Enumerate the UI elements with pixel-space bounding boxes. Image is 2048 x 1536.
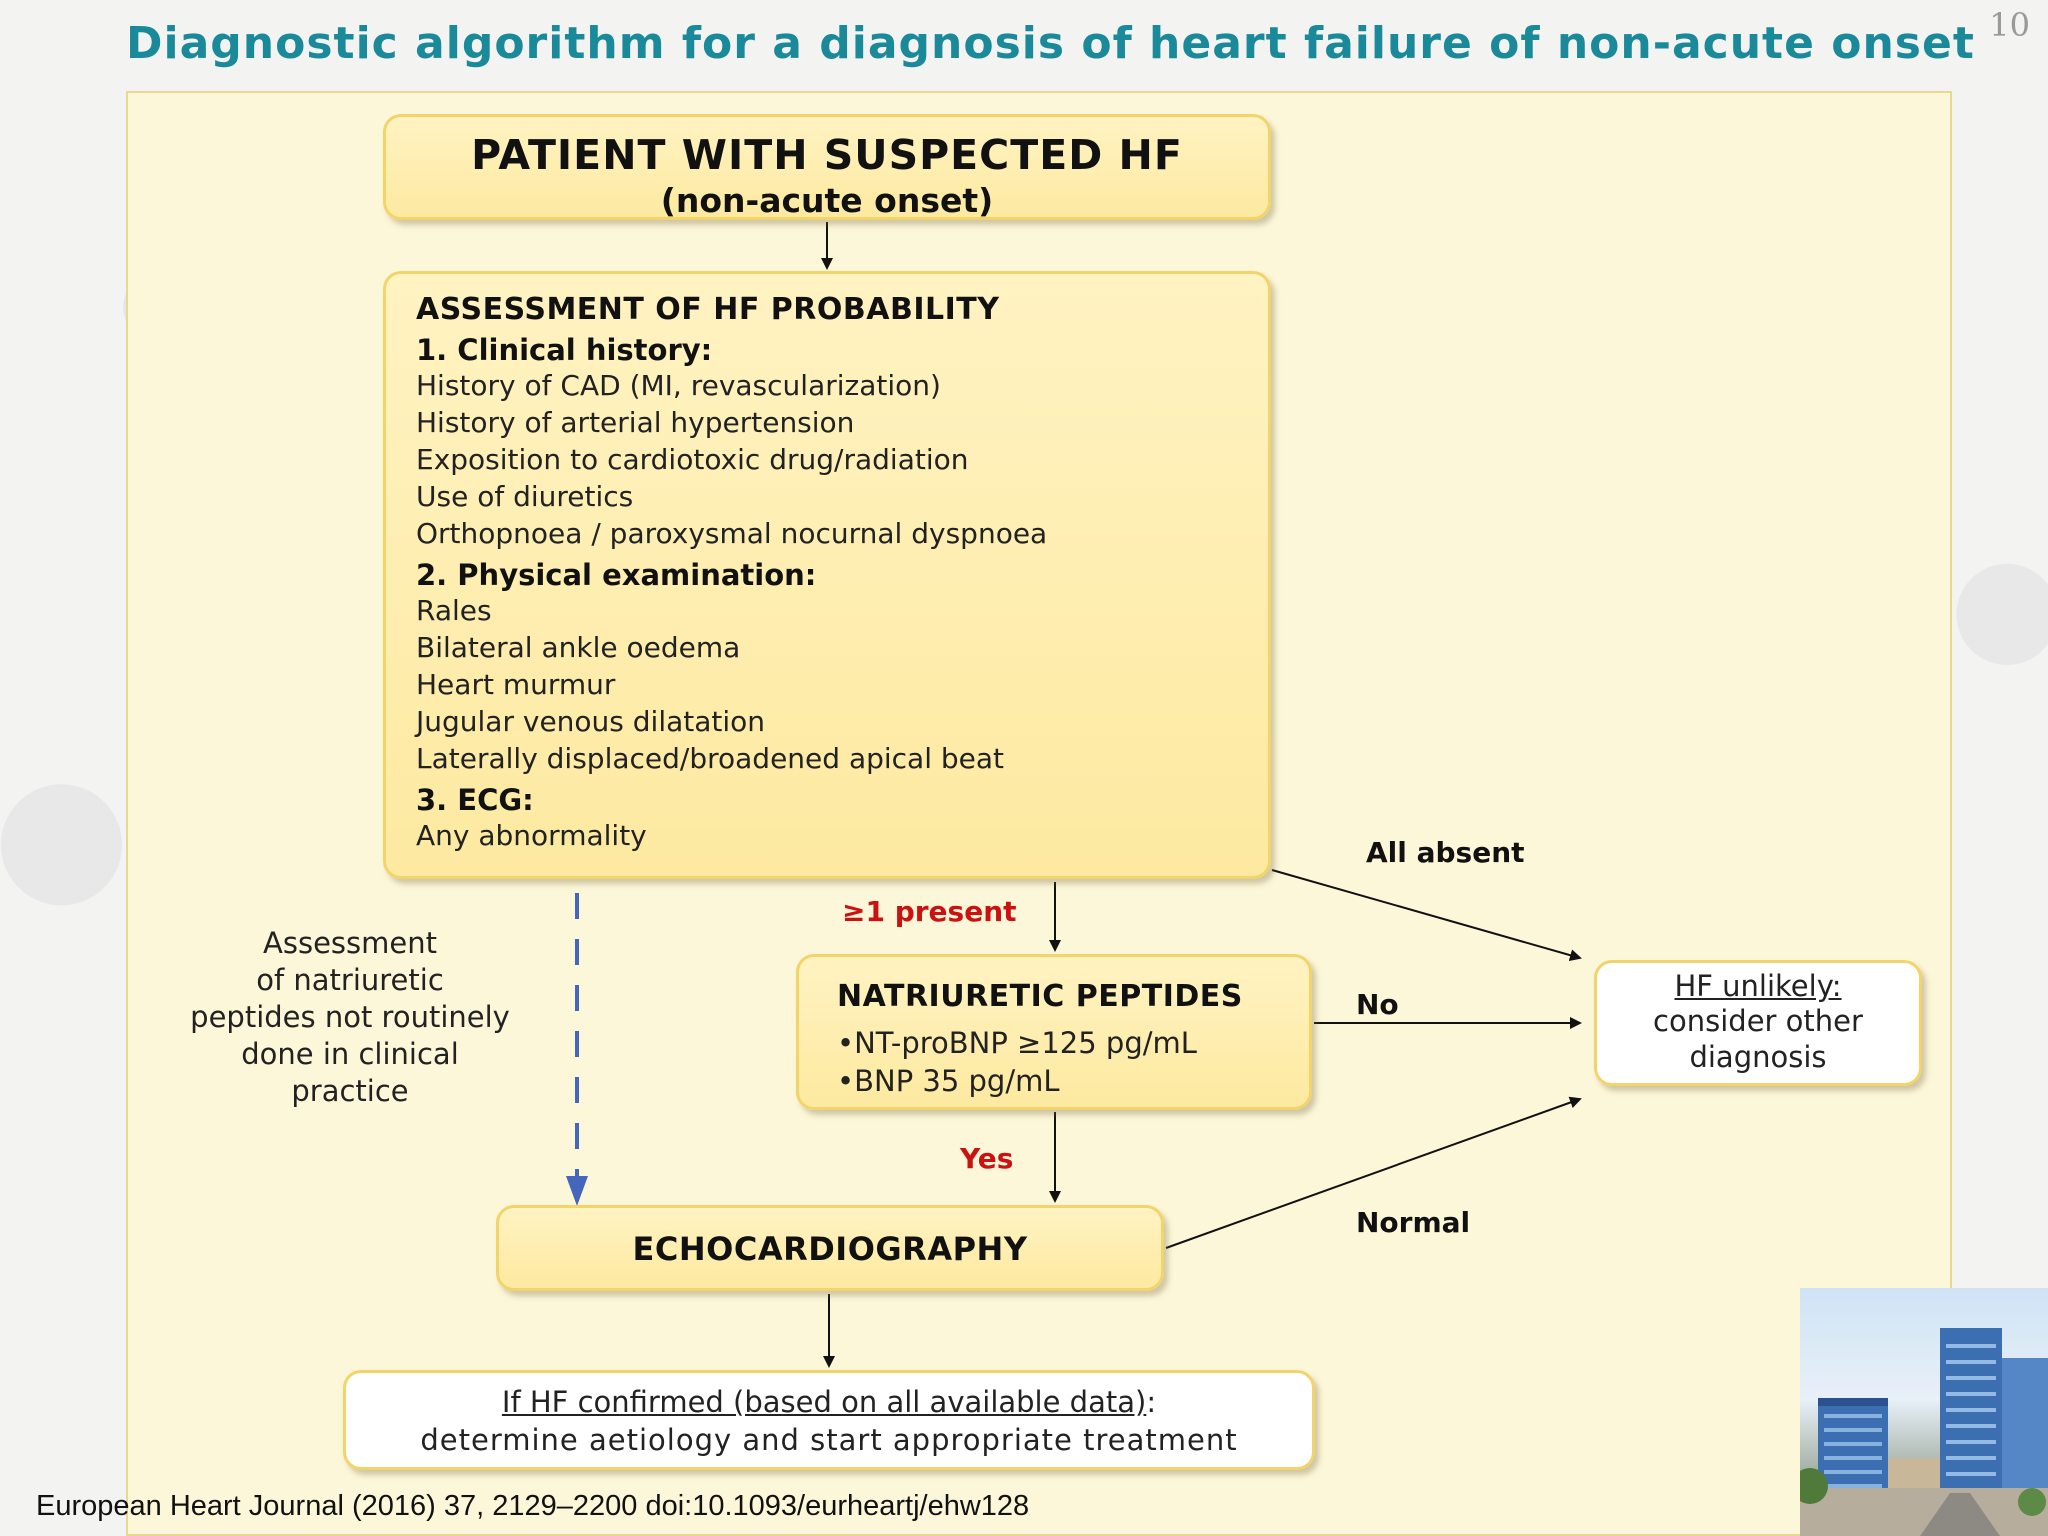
hf-unlikely-heading: HF unlikely: <box>1674 969 1842 1003</box>
patient-suspected-hf-box: PATIENT WITH SUSPECTED HF (non-acute ons… <box>383 114 1271 220</box>
note-line: of natriuretic <box>256 963 444 997</box>
hf-unlikely-text: consider other <box>1653 1004 1863 1038</box>
note-line: practice <box>291 1074 409 1108</box>
list-item: •BNP 35 pg/mL <box>837 1064 1060 1098</box>
hf-confirmed-action: determine aetiology and start appropriat… <box>420 1423 1238 1457</box>
echo-box-label: ECHOCARDIOGRAPHY <box>632 1230 1028 1268</box>
arrow-echo-normal <box>1165 1096 1582 1249</box>
label-yes: Yes <box>960 1142 1014 1175</box>
building-illustration <box>1800 1328 2048 1536</box>
hf-confirmed-colon: : <box>1146 1385 1157 1419</box>
label-present: ≥1 present <box>842 895 1017 928</box>
list-item: History of arterial hypertension <box>416 406 855 439</box>
echocardiography-box: ECHOCARDIOGRAPHY <box>496 1205 1164 1291</box>
list-item: Rales <box>416 594 492 627</box>
list-item: Exposition to cardiotoxic drug/radiation <box>416 443 969 476</box>
list-item: Bilateral ankle oedema <box>416 631 741 664</box>
slide-title: Diagnostic algorithm for a diagnosis of … <box>126 18 1975 69</box>
hf-probability-assessment-box: ASSESSMENT OF HF PROBABILITY 1. Clinical… <box>383 271 1271 879</box>
list-item: Any abnormality <box>416 819 647 852</box>
journal-citation: European Heart Journal (2016) 37, 2129–2… <box>36 1490 1030 1522</box>
hf-confirmed-box: If HF confirmed (based on all available … <box>343 1370 1315 1470</box>
patient-box-title: PATIENT WITH SUSPECTED HF <box>471 131 1183 179</box>
arrow-all-absent <box>1271 869 1582 962</box>
list-item: Heart murmur <box>416 668 616 701</box>
list-item: Jugular venous dilatation <box>416 705 766 738</box>
note-line: done in clinical <box>241 1037 459 1071</box>
list-item: Use of diuretics <box>416 480 634 513</box>
list-item: Orthopnoea / paroxysmal nocurnal dyspnoe… <box>416 517 1048 550</box>
note-line: peptides not routinely <box>190 1000 510 1034</box>
natriuretic-peptides-box: NATRIURETIC PEPTIDES •NT-proBNP ≥125 pg/… <box>796 954 1312 1110</box>
list-item: Laterally displaced/broadened apical bea… <box>416 742 1005 775</box>
label-no: No <box>1356 988 1399 1021</box>
hf-confirmed-condition: If HF confirmed (based on all available … <box>501 1385 1147 1419</box>
list-item: History of CAD (MI, revascularization) <box>416 369 941 402</box>
hf-unlikely-box: HF unlikely: consider other diagnosis <box>1594 960 1922 1086</box>
assessment-header: ASSESSMENT OF HF PROBABILITY <box>416 292 1000 327</box>
section-title-ecg: 3. ECG: <box>416 783 534 817</box>
note-line: Assessment <box>263 926 437 960</box>
label-normal: Normal <box>1356 1206 1471 1239</box>
np-box-header: NATRIURETIC PEPTIDES <box>837 979 1243 1014</box>
natriuretic-note: Assessment of natriuretic peptides not r… <box>160 925 540 1110</box>
list-item: •NT-proBNP ≥125 pg/mL <box>837 1026 1197 1060</box>
hf-unlikely-text: diagnosis <box>1689 1040 1827 1074</box>
patient-box-subtitle: (non-acute onset) <box>660 181 994 220</box>
page-number: 10 <box>1989 6 2030 44</box>
label-all-absent: All absent <box>1366 836 1525 869</box>
hf-confirmed-line: If HF confirmed (based on all available … <box>346 1385 1312 1419</box>
section-title-clinical-history: 1. Clinical history: <box>416 333 713 367</box>
hospital-building-image <box>1800 1288 2048 1536</box>
section-title-physical-exam: 2. Physical examination: <box>416 558 817 592</box>
